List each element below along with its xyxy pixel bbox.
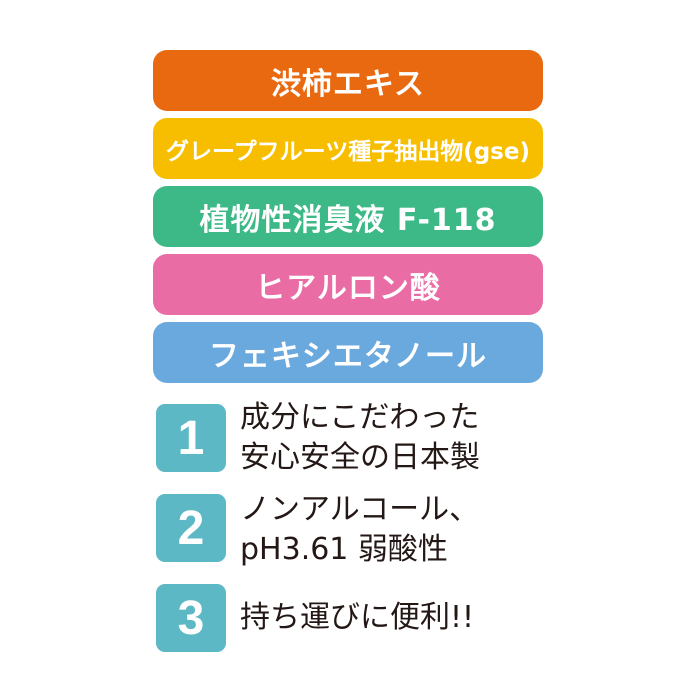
feature-line: pH3.61 弱酸性	[240, 532, 448, 567]
feature-line: 持ち運びに便利!!	[240, 600, 475, 635]
ingredient-bar-gse: グレープフルーツ種子抽出物(gse)	[153, 118, 543, 179]
feature-text: 成分にこだわった 安心安全の日本製	[240, 398, 480, 478]
feature-line: ノンアルコール、	[240, 492, 480, 527]
feature-text: ノンアルコール、 pH3.61 弱酸性	[240, 490, 479, 570]
ingredient-label: 植物性消臭液 F-118	[199, 202, 497, 238]
feature-text: 持ち運びに便利!!	[240, 598, 474, 638]
feature-number-badge: 2	[156, 494, 226, 562]
feature-number-badge: 3	[156, 584, 226, 652]
ingredient-label: 渋柿エキス	[270, 66, 426, 102]
feature-line: 安心安全の日本製	[240, 440, 480, 475]
ingredient-label: グレープフルーツ種子抽出物(gse)	[166, 138, 530, 165]
ingredient-bar-hyaluronic: ヒアルロン酸	[153, 254, 543, 315]
ingredient-label: フェキシエタノール	[208, 338, 488, 374]
ingredient-bar-phenoxyethanol: フェキシエタノール	[153, 322, 543, 383]
feature-line: 成分にこだわった	[240, 400, 480, 435]
ingredient-label: ヒアルロン酸	[255, 270, 441, 306]
ingredient-bar-f118: 植物性消臭液 F-118	[153, 186, 543, 247]
feature-number-badge: 1	[156, 404, 226, 472]
ingredient-bar-kaki: 渋柿エキス	[153, 50, 543, 111]
